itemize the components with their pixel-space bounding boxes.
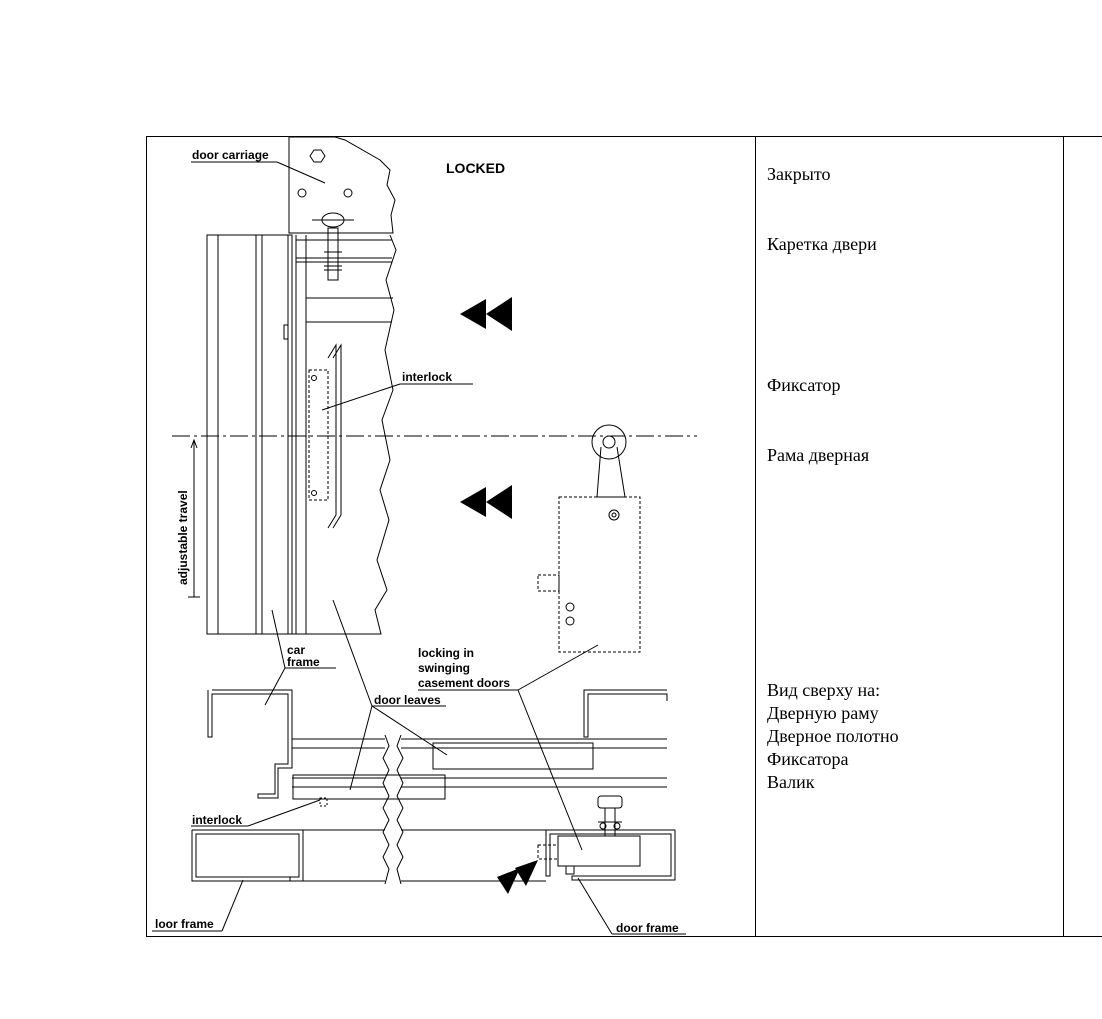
label-car-frame-line1: car <box>287 643 305 657</box>
translation-plan-view-item: Дверное полотно <box>767 726 899 746</box>
adjustable-travel-label: adjustable travel <box>176 490 190 585</box>
locked-title: LOCKED <box>446 160 505 176</box>
translation-door-carriage: Каретка двери <box>767 234 877 254</box>
label-locking-line1: locking in <box>418 646 474 660</box>
label-interlock-bottom: interlock <box>192 813 242 827</box>
door-leaf-front <box>283 234 397 635</box>
locking-block-front <box>537 496 641 653</box>
translation-interlock: Фиксатор <box>767 375 841 395</box>
table-top-border <box>146 136 1102 137</box>
door-leaves-plan <box>292 734 667 885</box>
carriage-bolt-head-icon <box>309 149 326 163</box>
carriage-hole-icon <box>297 188 307 198</box>
roller-icon <box>591 424 627 498</box>
table-right-divider <box>1063 136 1064 937</box>
translation-plan-view-item: Фиксатора <box>767 749 849 769</box>
direction-arrow-icon <box>460 297 512 331</box>
label-interlock-top: interlock <box>402 370 452 384</box>
door-carriage-plate <box>288 136 396 234</box>
translation-door-frame: Рама дверная <box>767 445 870 465</box>
translation-plan-view-heading: Вид сверху на: <box>767 680 881 700</box>
label-door-frame: door frame <box>616 921 679 935</box>
label-car-frame-line2: frame <box>287 655 320 669</box>
label-loor-frame: loor frame <box>155 917 214 931</box>
car-frame-plan <box>207 689 293 799</box>
interlock-plan <box>319 797 328 807</box>
interlock-front <box>308 343 342 529</box>
leader-lines <box>152 161 686 935</box>
label-door-carriage: door carriage <box>192 148 269 162</box>
car-frame-front <box>206 234 293 635</box>
table-bottom-border <box>146 936 1102 937</box>
label-locking-line3: casement doors <box>418 676 510 690</box>
label-door-leaves: door leaves <box>374 693 441 707</box>
carriage-hole-icon <box>343 188 353 198</box>
label-locking-line2: swinging <box>418 661 470 675</box>
direction-arrow-icon <box>460 485 512 519</box>
translation-locked: Закрыто <box>767 164 831 184</box>
direction-arrow-icon <box>497 860 538 894</box>
translation-plan-view-item: Дверную раму <box>767 703 879 723</box>
table-column-divider <box>755 136 756 937</box>
table-frame <box>146 136 1102 937</box>
table-left-border <box>146 136 147 937</box>
locking-block-plan <box>537 795 641 875</box>
door-interlock-drawing: adjustable travel <box>152 136 697 935</box>
translation-plan-view-item: Валик <box>767 772 815 792</box>
door-frame-plan-right <box>545 689 676 881</box>
adjust-bolt <box>327 227 339 281</box>
door-frame-plan-left <box>191 829 304 882</box>
